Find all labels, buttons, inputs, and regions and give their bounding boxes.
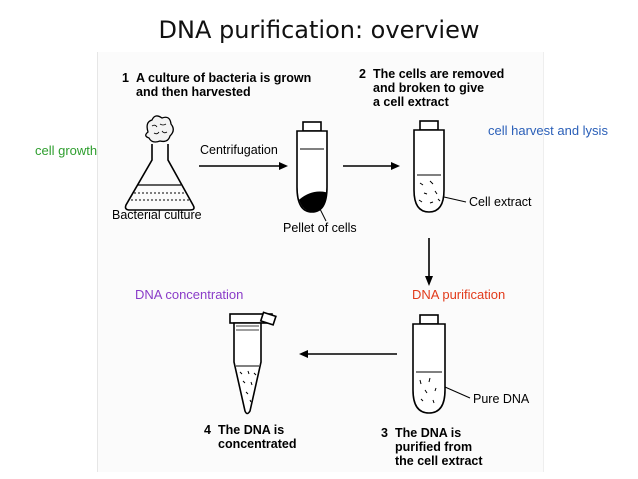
flask-icon [124,115,195,211]
centrifuge-tube-icon [296,121,328,213]
arrow-left [299,350,397,358]
arrow-down [425,238,433,286]
annotation-dna-concentration: DNA concentration [135,287,244,302]
annotation-cell-growth: cell growth [35,143,98,158]
pellet-pointer [317,204,327,222]
cell-extract-label: Cell extract [469,195,532,209]
pure-dna-label: Pure DNA [473,392,530,406]
pure-dna-tube-icon [412,314,446,414]
centrifugation-label: Centrifugation [200,143,278,157]
slide-title: DNA purification: overview [158,16,480,44]
pure-dna-pointer [444,386,471,399]
extract-tube-icon [413,120,445,213]
annotation-cell-harvest: cell harvest and lysis [488,123,608,138]
pellet-label: Pellet of cells [283,221,357,235]
extract-pointer [443,196,467,203]
microtube-icon [229,311,277,415]
centrifugation-arrow [199,162,288,170]
arrow-to-extract [343,162,400,170]
bacterial-culture-label: Bacterial culture [112,208,202,222]
annotation-dna-purification: DNA purification [412,287,506,302]
